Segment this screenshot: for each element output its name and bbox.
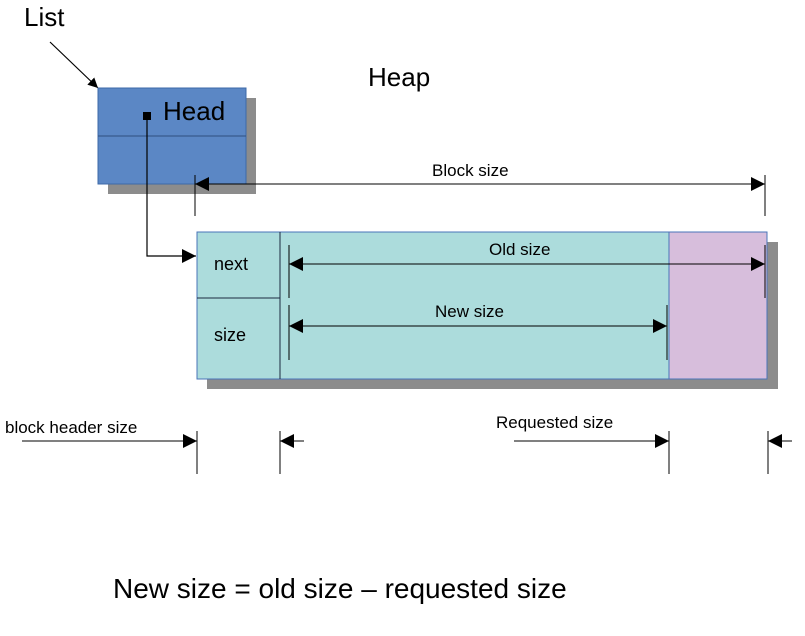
head-pointer-arrow xyxy=(146,120,196,263)
size-formula: New size = old size – requested size xyxy=(113,573,567,604)
heap-title: Heap xyxy=(368,62,430,92)
block-size-label: Block size xyxy=(432,161,509,180)
next-field-label: next xyxy=(214,254,248,274)
list-pointer-arrow xyxy=(49,41,99,89)
block-header-size-label: block header size xyxy=(5,418,137,437)
head-label: Head xyxy=(163,96,225,126)
block-body xyxy=(197,232,669,379)
block-border xyxy=(196,231,768,380)
list-label: List xyxy=(24,2,65,32)
requested-region xyxy=(669,232,767,379)
head-pointer-dot xyxy=(143,112,151,120)
new-size-label: New size xyxy=(435,302,504,321)
requested-size-label: Requested size xyxy=(496,413,613,432)
size-field-label: size xyxy=(214,325,246,345)
old-size-label: Old size xyxy=(489,240,550,259)
